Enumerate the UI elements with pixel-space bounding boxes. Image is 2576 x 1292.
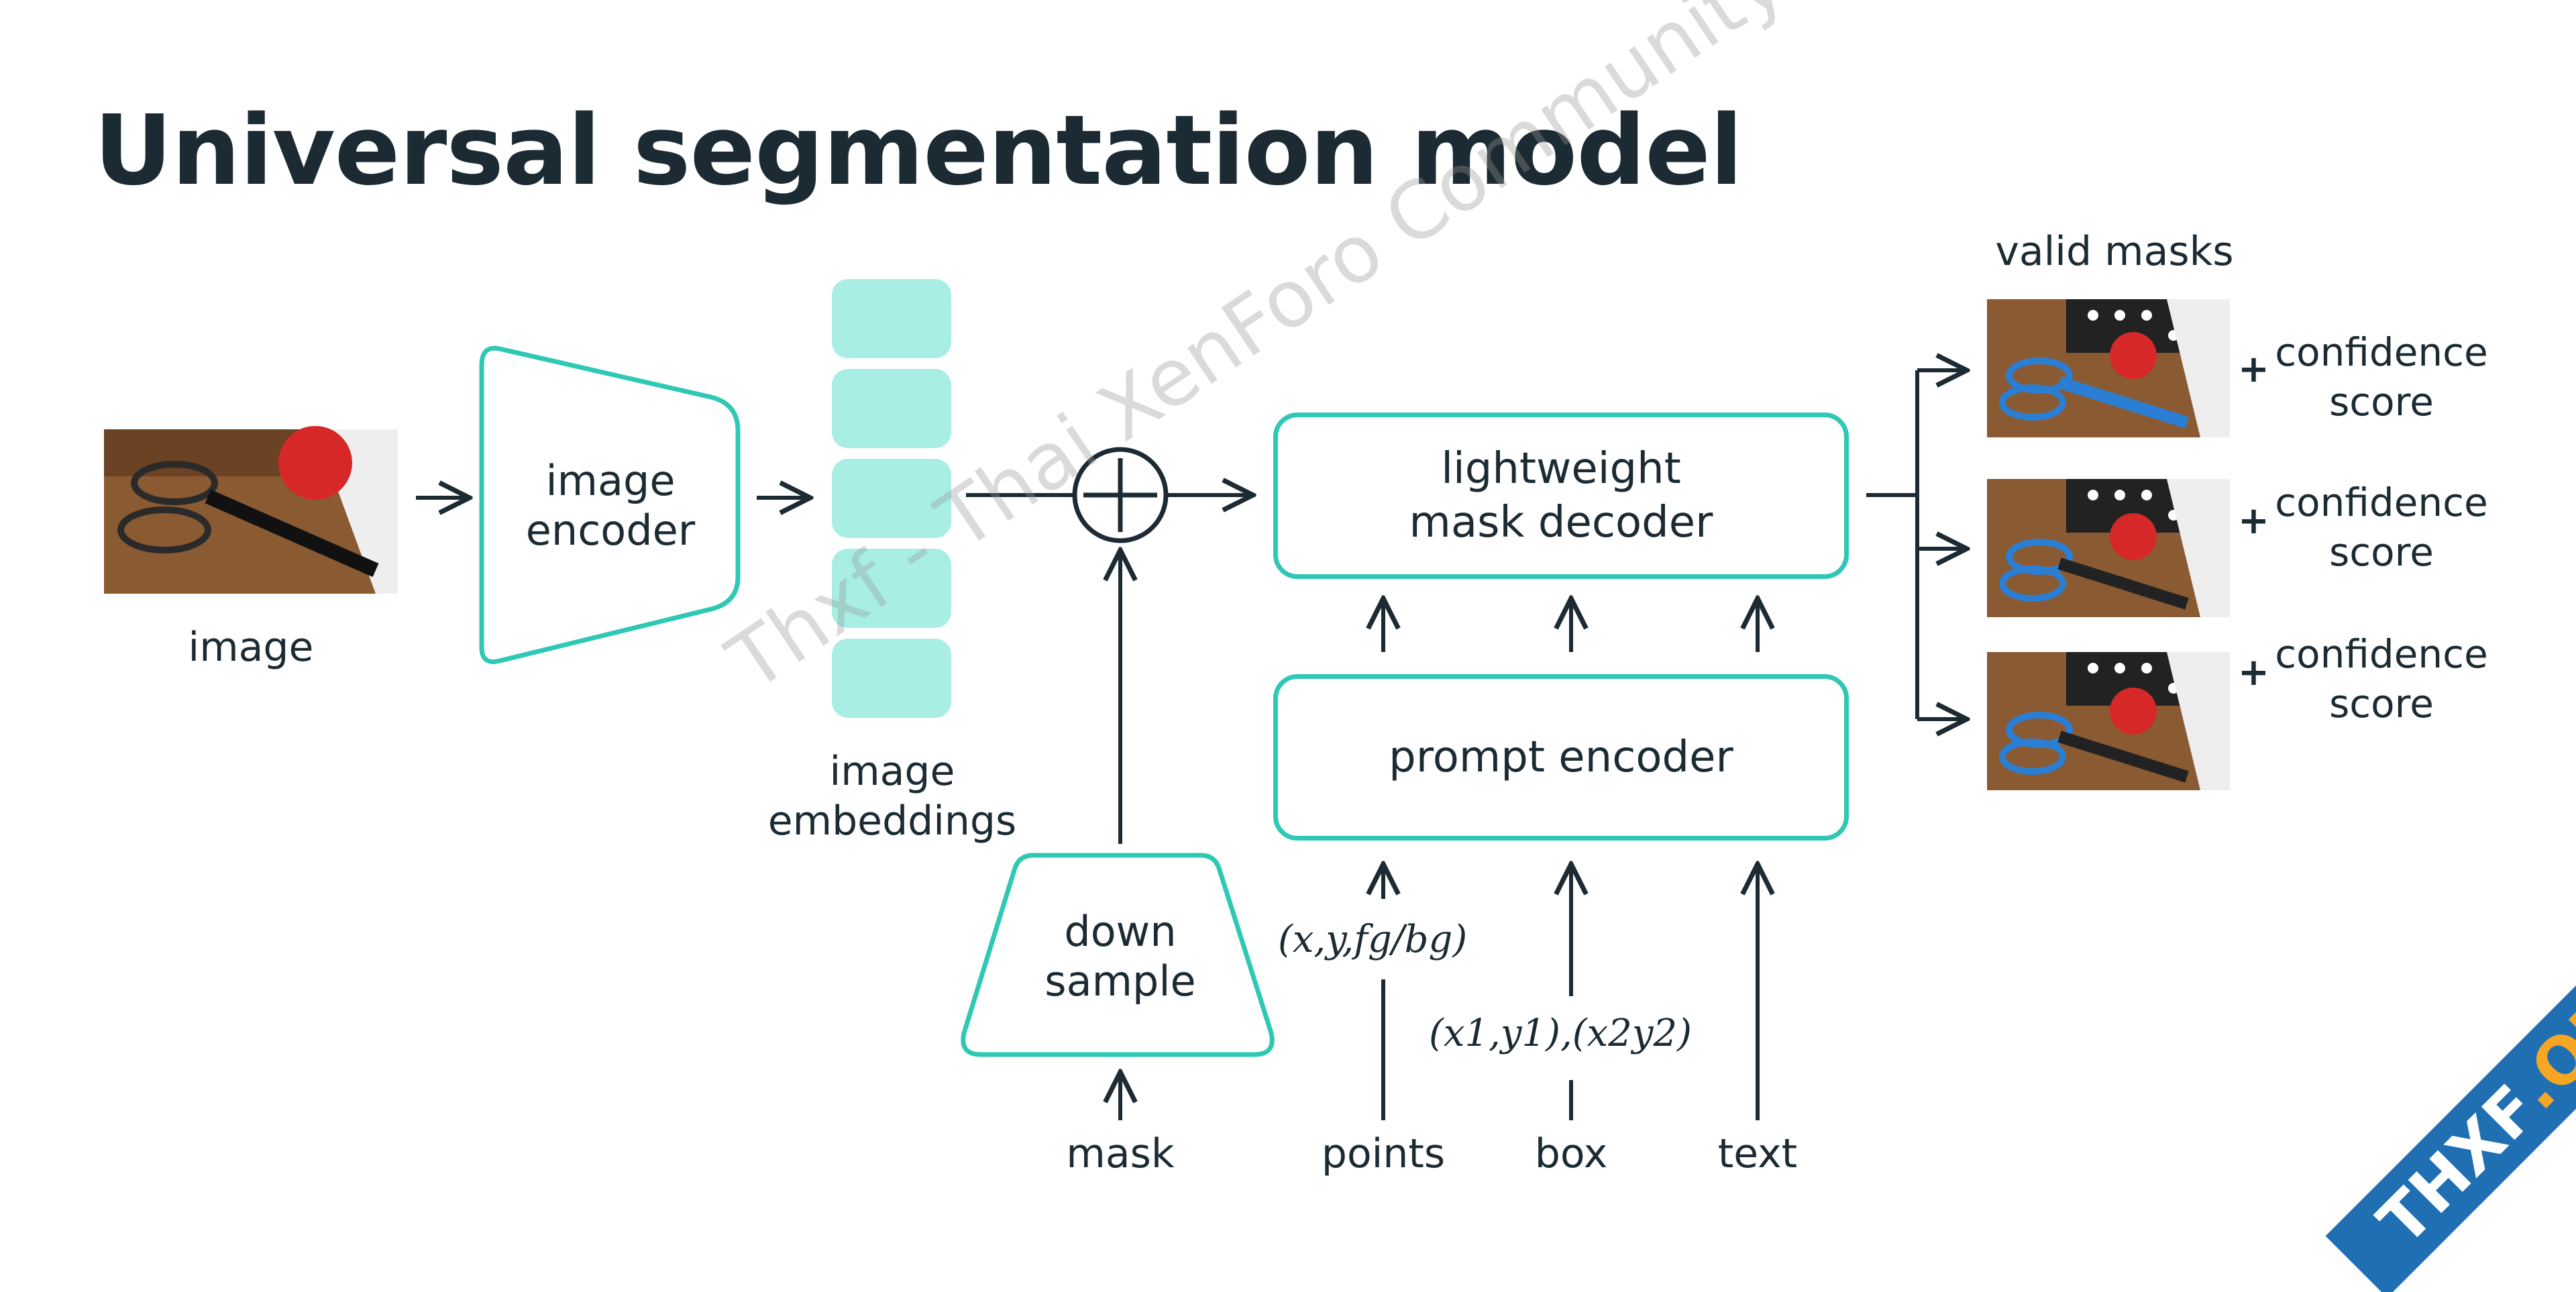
confidence-line2: score bbox=[2329, 379, 2434, 425]
input-mask-label: mask bbox=[1066, 1130, 1175, 1177]
confidence-line1: confidence bbox=[2275, 631, 2488, 677]
prompt-encoder-text: prompt encoder bbox=[1389, 733, 1733, 782]
embedding-block bbox=[832, 459, 951, 538]
downsample-line2: sample bbox=[1044, 957, 1196, 1006]
embeddings-line2: embeddings bbox=[767, 798, 1017, 845]
image-encoder-shape bbox=[479, 345, 741, 664]
valid-masks-header: valid masks bbox=[1995, 228, 2234, 275]
points-math-label: (x,y,fg/bg) bbox=[1278, 918, 1468, 961]
mask-decoder-line2: mask decoder bbox=[1409, 498, 1713, 547]
thxf-badge[interactable]: THXF.ORG bbox=[2241, 957, 2576, 1292]
image-encoder-label: image encoder bbox=[510, 456, 711, 555]
box-math-label: (x1,y1),(x2y2) bbox=[1429, 1012, 1692, 1055]
plus-sign-1: + bbox=[2238, 347, 2269, 391]
embeddings-label: image embeddings bbox=[724, 747, 1060, 846]
confidence-score-1: confidence score bbox=[2261, 327, 2502, 427]
embedding-block bbox=[832, 369, 951, 448]
badge-ribbon: THXF.ORG bbox=[2325, 957, 2576, 1292]
confidence-line2: score bbox=[2329, 529, 2434, 575]
confidence-line2: score bbox=[2329, 681, 2434, 726]
plus-sign-3: + bbox=[2238, 651, 2269, 694]
embedding-block bbox=[832, 639, 951, 718]
downsample-shape bbox=[961, 853, 1275, 1057]
mask-decoder-box: lightweight mask decoder bbox=[1273, 413, 1849, 579]
prompt-encoder-box: prompt encoder bbox=[1273, 674, 1849, 841]
output-mask-2 bbox=[1987, 479, 2230, 617]
input-points-label: points bbox=[1321, 1130, 1446, 1177]
embedding-block bbox=[832, 279, 951, 358]
input-text-label: text bbox=[1717, 1130, 1798, 1177]
embedding-block bbox=[832, 549, 951, 628]
sum-node bbox=[1072, 447, 1169, 543]
image-encoder-line2: encoder bbox=[525, 506, 696, 555]
downsample-line1: down bbox=[1064, 907, 1177, 956]
embeddings-line1: image bbox=[829, 748, 955, 795]
confidence-line1: confidence bbox=[2275, 480, 2488, 525]
confidence-score-3: confidence score bbox=[2261, 629, 2502, 729]
downsample-label: down sample bbox=[1020, 907, 1221, 1006]
mask-decoder-line1: lightweight bbox=[1441, 444, 1681, 494]
input-box-label: box bbox=[1534, 1130, 1608, 1177]
plus-sign-2: + bbox=[2238, 499, 2269, 543]
input-image bbox=[104, 426, 398, 594]
image-label: image bbox=[188, 624, 314, 671]
image-encoder-line1: image bbox=[545, 456, 676, 505]
confidence-score-2: confidence score bbox=[2261, 478, 2502, 577]
confidence-line1: confidence bbox=[2275, 329, 2488, 375]
badge-main: THXF bbox=[2363, 1071, 2553, 1260]
page-title: Universal segmentation model bbox=[94, 94, 1743, 207]
output-mask-3 bbox=[1987, 652, 2230, 790]
output-mask-1 bbox=[1987, 299, 2230, 437]
